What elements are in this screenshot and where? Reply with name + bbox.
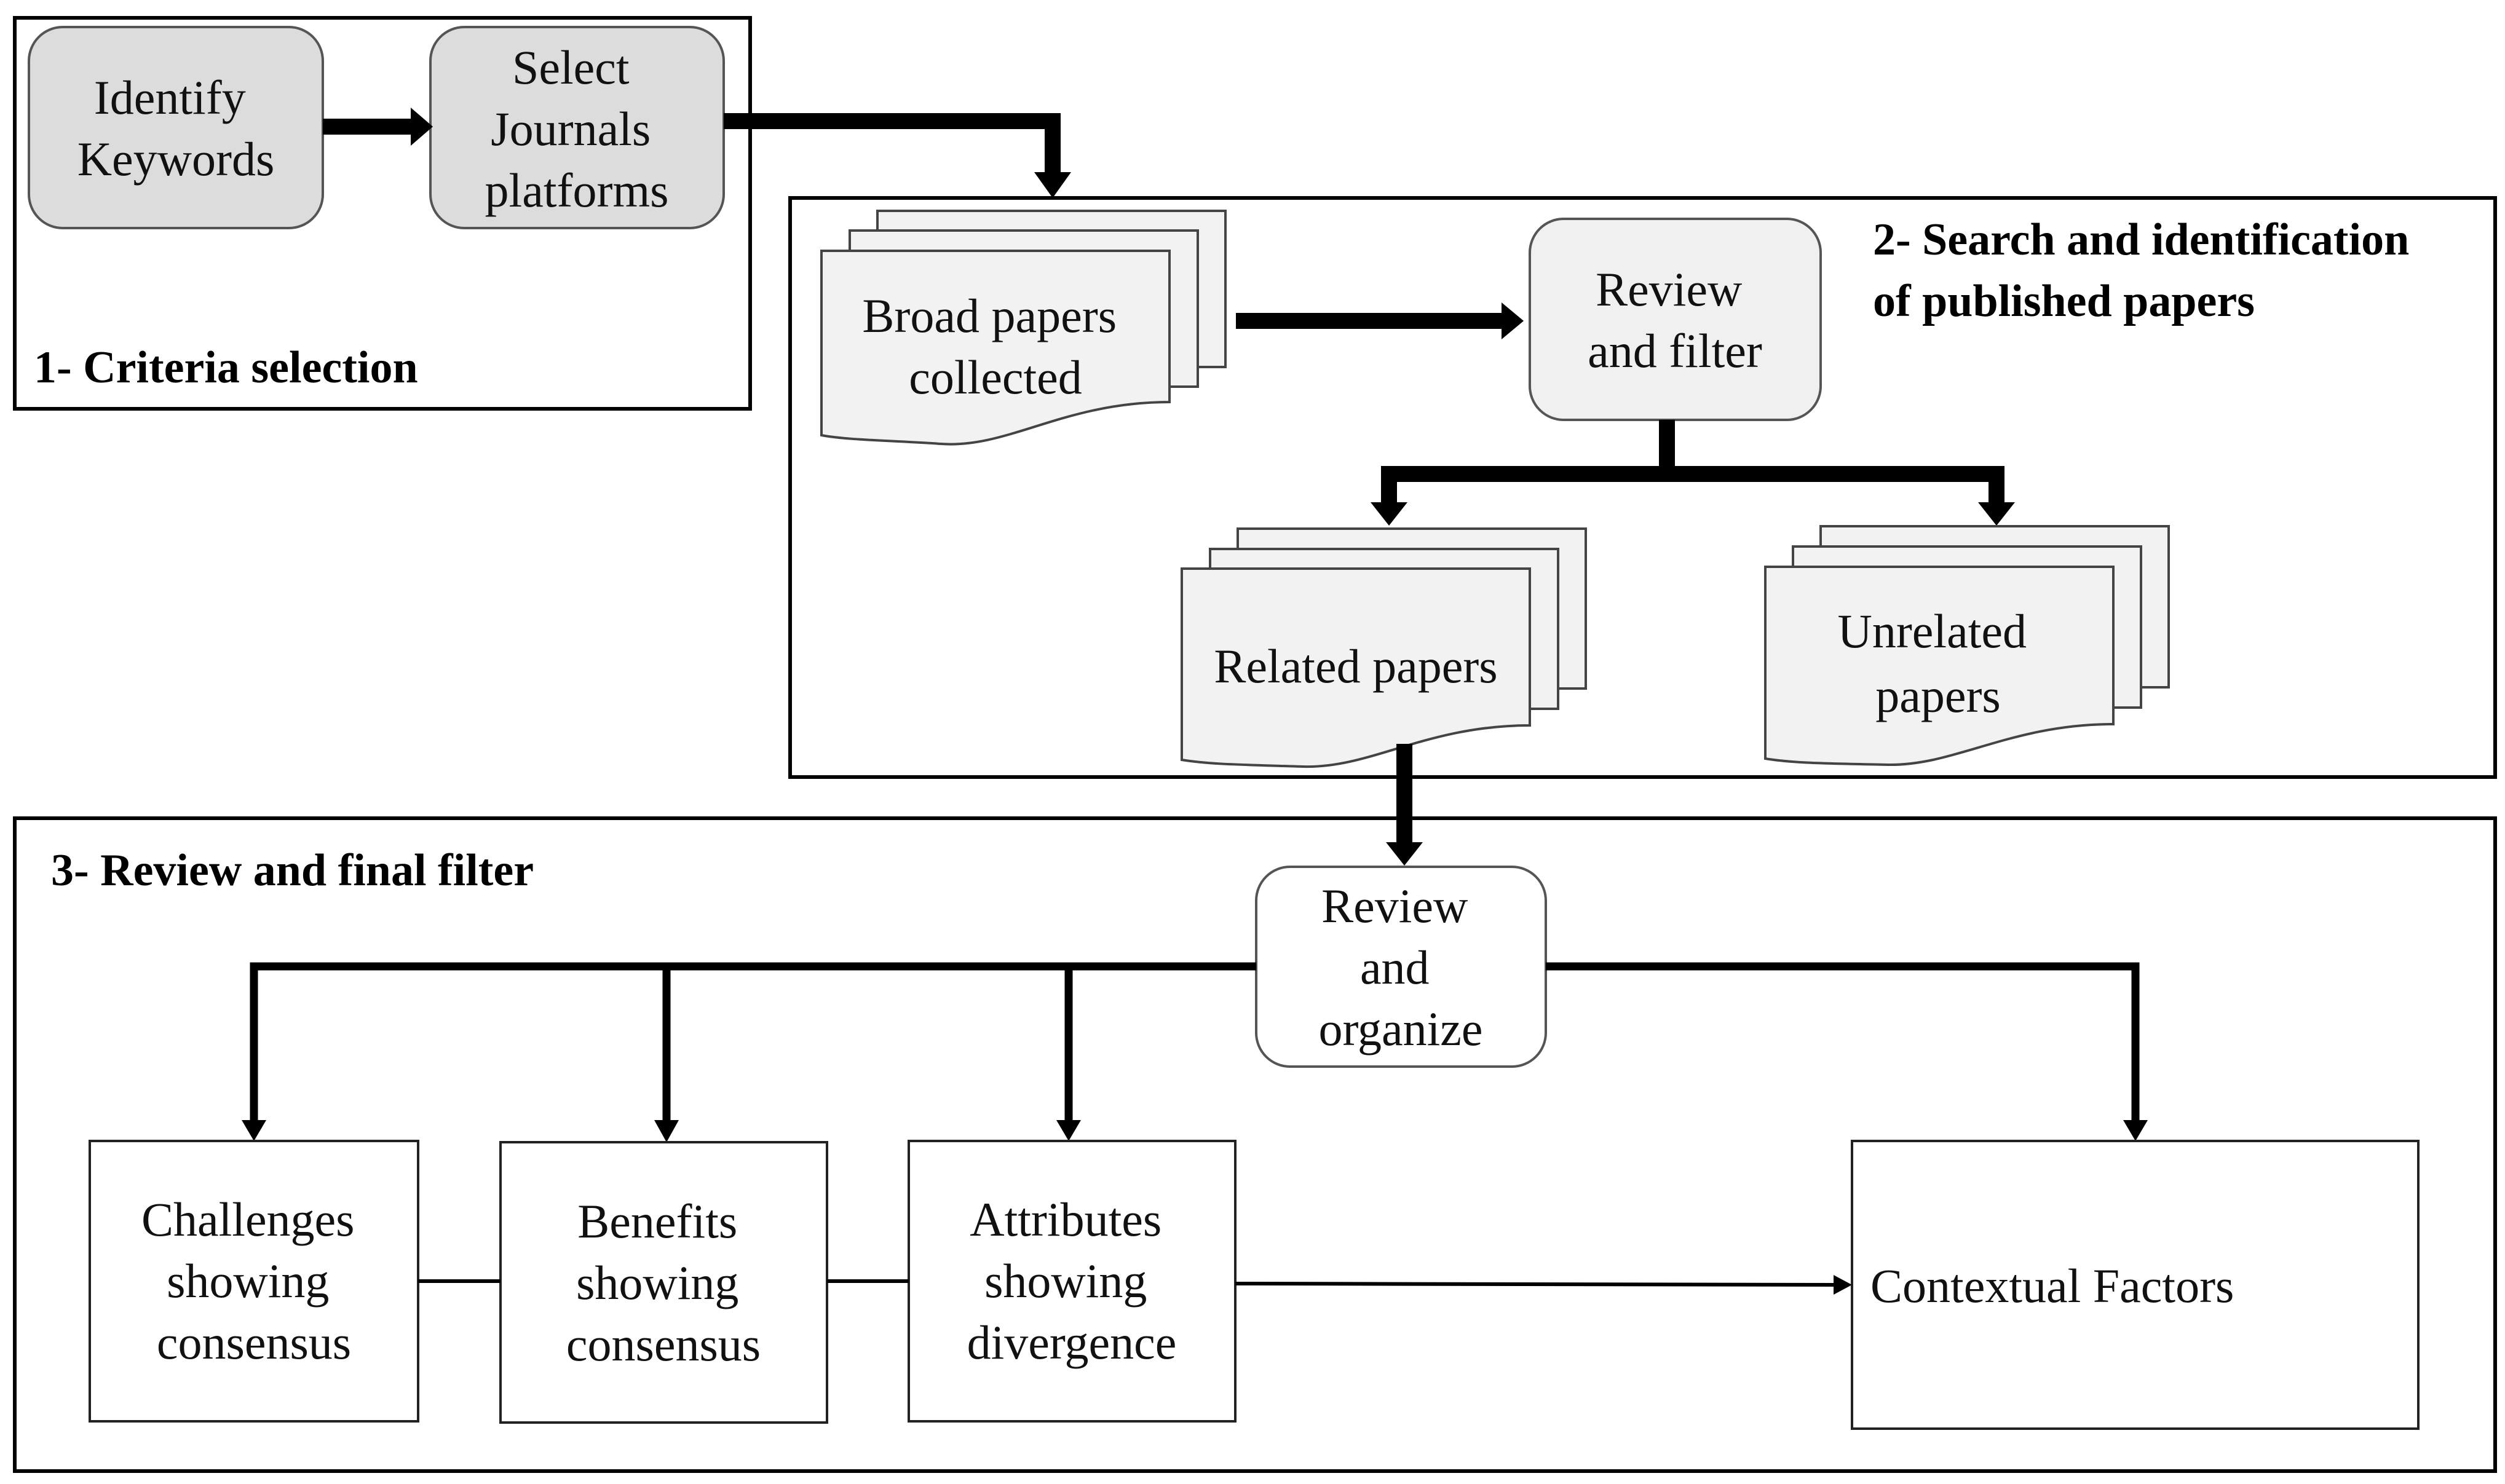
identify-keywords-label: Identify Keywords [77,71,275,186]
review-filter-node: Review and filter [1529,218,1822,421]
link-attributes-contextual-head [1834,1275,1852,1295]
section-final-title: 3- Review and final filter [51,845,534,896]
link-attributes-contextual [1235,1282,1834,1287]
arrow-select-to-broad-head [1034,172,1071,198]
arrow-to-contextual-head [2123,1120,2148,1141]
broad-papers-label: Broad papers collected [862,289,1128,404]
contextual-factors-node: Contextual Factors [1851,1140,2420,1430]
section-criteria-title: 1- Criteria selection [34,342,418,393]
arrow-to-benefits-head [654,1120,679,1142]
connector-organize-right-bus [1546,962,2140,1120]
challenges-node: Challenges showing consensus [89,1140,419,1423]
arrow-to-unrelated-head [1978,502,2015,526]
section-search-title-line1: 2- Search and identification [1873,215,2409,265]
connector-organize-left-bus [250,962,1256,1120]
connector-split-bar [1381,466,2004,502]
section-final-frame [13,816,2497,1473]
arrow-to-related-head [1371,502,1407,526]
related-papers-label: Related papers [1214,639,1497,693]
section-search-frame [788,196,2497,779]
contextual-factors-label: Contextual Factors [1870,1259,2234,1312]
unrelated-papers-label: Unrelated papers [1837,604,2038,722]
broad-papers-node: Broad papers collected [820,210,1227,446]
select-journals-node: Select Journals platforms [429,26,725,229]
review-organize-label: Review and organize [1318,879,1482,1056]
attributes-node: Attributes showing divergence [908,1140,1237,1423]
benefits-node: Benefits showing consensus [499,1141,828,1424]
attributes-label: Attributes showing divergence [967,1193,1177,1369]
review-organize-node: Review and organize [1255,866,1547,1068]
identify-keywords-node: Identify Keywords [28,26,324,229]
select-journals-label: Select Journals platforms [485,41,669,217]
arrow-to-challenges-head [242,1120,266,1141]
related-papers-node: Related papers [1181,527,1587,768]
section-criteria-frame [13,16,752,411]
arrow-identify-to-select-head [411,108,433,146]
arrow-to-attributes-head [1056,1120,1081,1141]
review-filter-label: Review and filter [1588,262,1762,377]
arrow-select-to-broad [724,113,1061,172]
section-search-title-line2: of published papers [1873,276,2255,326]
arrow-related-to-organize-head [1386,842,1423,866]
unrelated-papers-node: Unrelated papers [1764,525,2170,767]
benefits-label: Benefits showing consensus [566,1194,761,1371]
arrow-broad-to-review-head [1502,302,1524,339]
challenges-label: Challenges showing consensus [141,1193,366,1369]
